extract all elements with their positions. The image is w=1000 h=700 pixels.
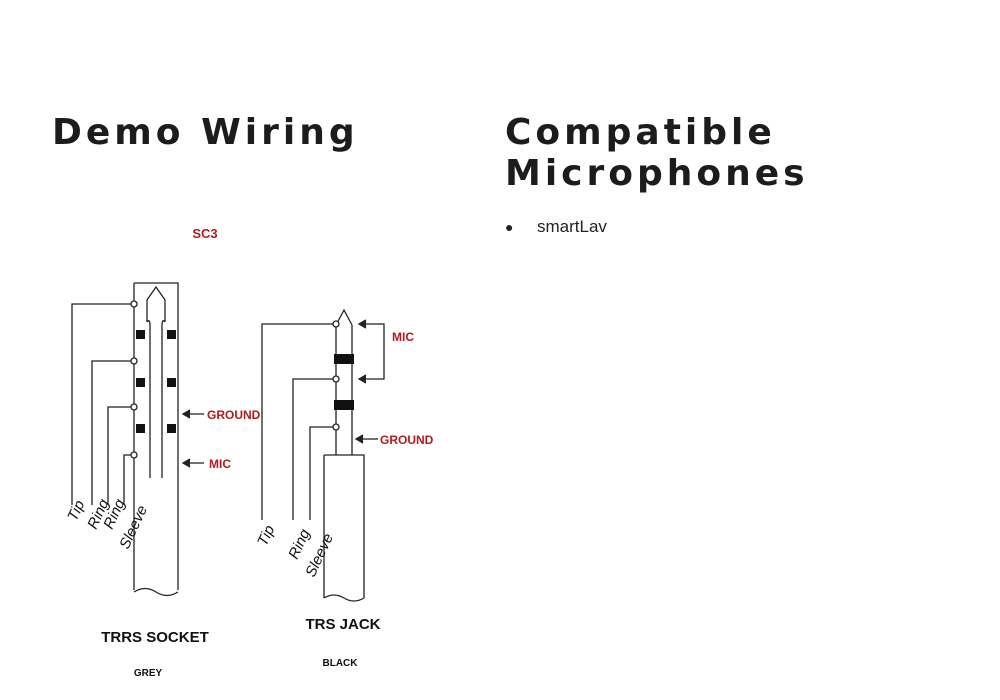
- socket-mic-label: MIC: [209, 457, 231, 471]
- socket-title: TRRS SOCKET: [101, 629, 209, 646]
- jack-body: [323, 308, 365, 602]
- socket-model-label: SC3: [192, 226, 217, 241]
- jack-mic-bracket: [357, 319, 385, 384]
- socket-color-label: GREY: [134, 668, 163, 679]
- jack-ground-label: GROUND: [380, 433, 434, 447]
- jack-mic-label: MIC: [392, 330, 414, 344]
- socket-body: [130, 282, 179, 597]
- demo-wiring-heading: Demo Wiring: [52, 112, 359, 153]
- socket-mic-arrow: [181, 458, 204, 468]
- jack-color-label: BLACK: [323, 658, 359, 669]
- jack-ground-arrow: [354, 434, 378, 444]
- jack-wire-label: Tip: [254, 523, 278, 549]
- jack-title: TRS JACK: [305, 616, 380, 633]
- socket-wire-label: Tip: [64, 498, 88, 524]
- wiring-diagram: SC3 Tip R: [64, 226, 434, 679]
- microphone-list: ● smartLav: [505, 214, 607, 240]
- microphone-name: smartLav: [537, 217, 607, 236]
- jack-wires: [261, 323, 333, 520]
- list-item: ● smartLav: [505, 214, 607, 240]
- socket-ground-label: GROUND: [207, 408, 261, 422]
- socket-ground-arrow: [181, 409, 204, 419]
- compatible-microphones-heading: Compatible Microphones: [505, 112, 809, 194]
- socket-wires: [71, 303, 131, 505]
- bullet-icon: ●: [505, 219, 514, 235]
